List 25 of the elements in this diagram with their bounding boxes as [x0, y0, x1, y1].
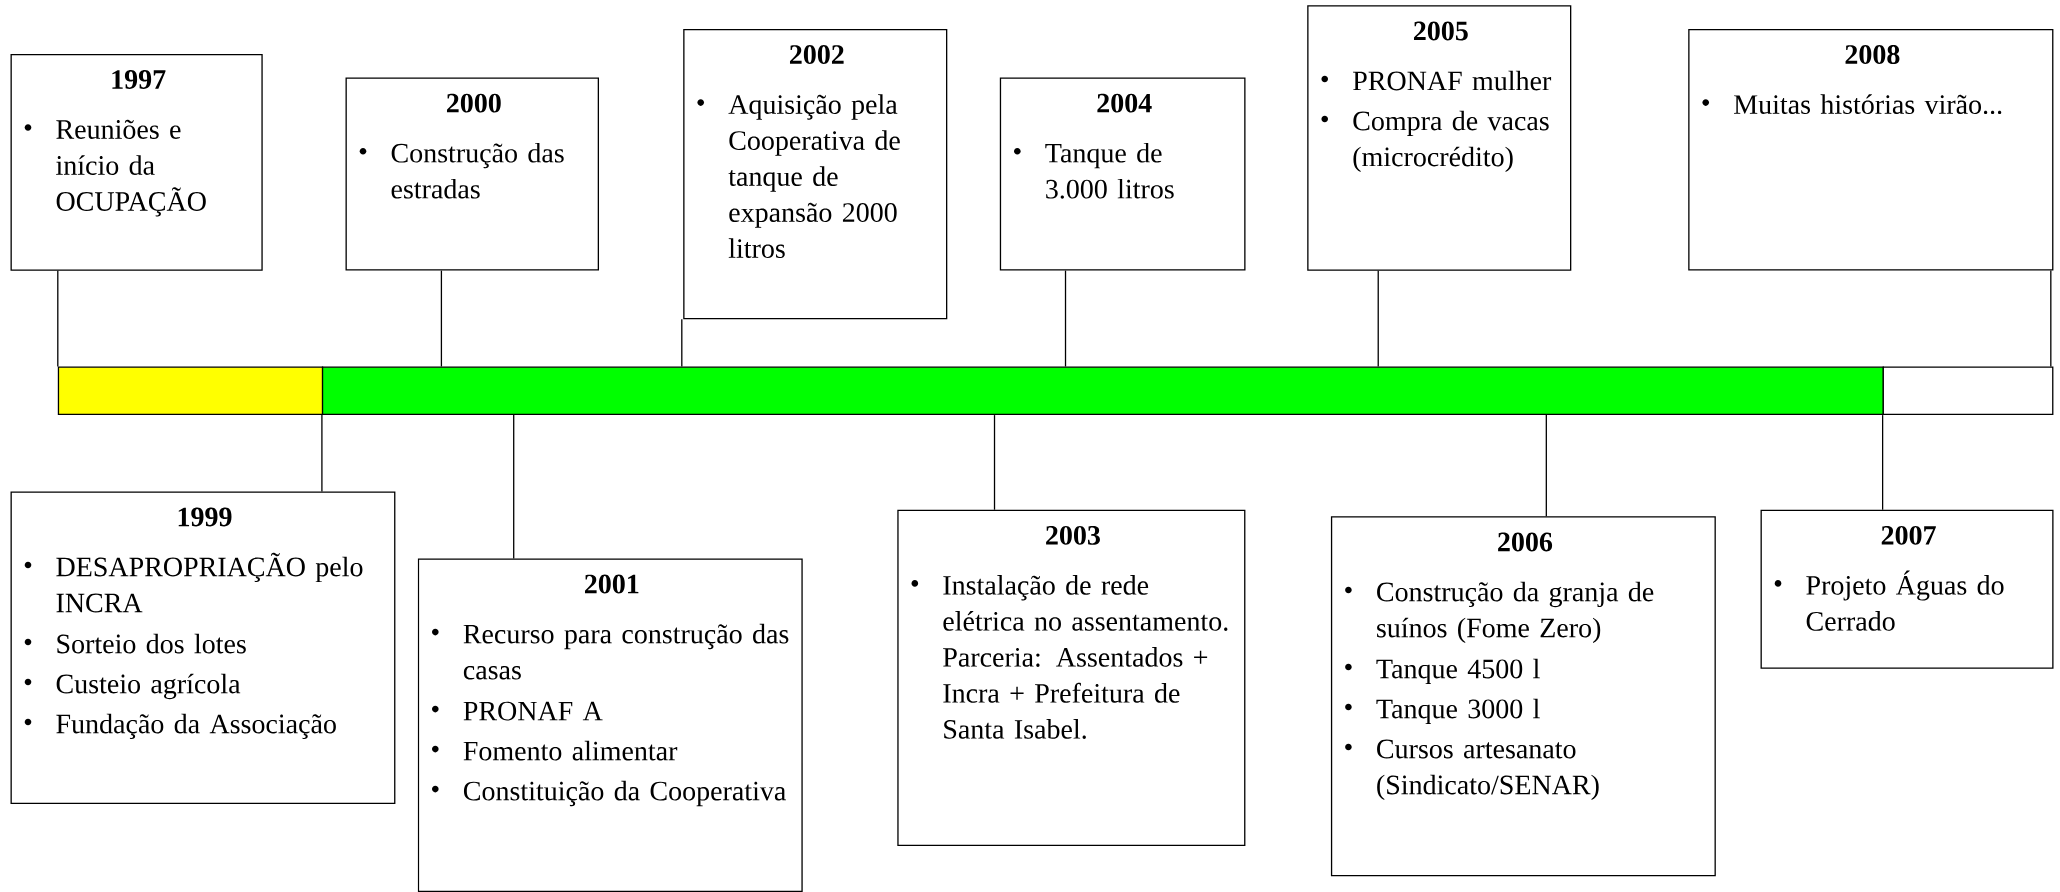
event-box: 2003 Instalação de rede elétrica no assentamento. Parceria: Assentados + Incra + Prefeitura de Santa Isabel. [897, 509, 1246, 846]
event-box: 2001 Recurso para construção das casas PRONAF A Fomento alimentar Constituição da Cooperativa [417, 558, 803, 892]
connector-line [440, 269, 443, 368]
connector-line [1881, 414, 1884, 511]
connector-line [513, 414, 515, 560]
connector-line [57, 270, 59, 368]
event-box: 2002 Aquisição pela Cooperativa de tanque de expansão 2000 litros [683, 28, 948, 320]
connector-line [2050, 269, 2052, 368]
timeline-segment [321, 366, 1885, 416]
connector-line [1545, 414, 1547, 517]
connector-line [993, 414, 996, 511]
connector-line [1064, 269, 1067, 368]
event-box: 1997 Reuniões e início da OCUPAÇÃO [10, 53, 263, 271]
event-box: 2008 Muitas histórias virão... [1688, 28, 2054, 271]
connector-line [681, 318, 683, 368]
connector-line [321, 414, 323, 493]
event-box: 2007 Projeto Águas do Cerrado [1760, 509, 2054, 669]
timeline-segment [57, 366, 324, 416]
event-box: 2006 Construção da granja de suínos (Fome Zero) Tanque 4500 l Tanque 3000 l Cursos artesanato (Sindicato/SENAR) [1330, 516, 1716, 877]
event-box: 2005 PRONAF mulher Compra de vacas (microcrédito) [1307, 5, 1572, 271]
timeline-segment [1882, 366, 2054, 416]
event-box: 1999 DESAPROPRIAÇÃO pelo INCRA Sorteio dos lotes Custeio agrícola Fundação da Associação [10, 491, 396, 805]
connector-line [1377, 270, 1379, 368]
event-box: 2004 Tanque de 3.000 litros [999, 77, 1246, 271]
event-box: 2000 Construção das estradas [345, 77, 599, 271]
